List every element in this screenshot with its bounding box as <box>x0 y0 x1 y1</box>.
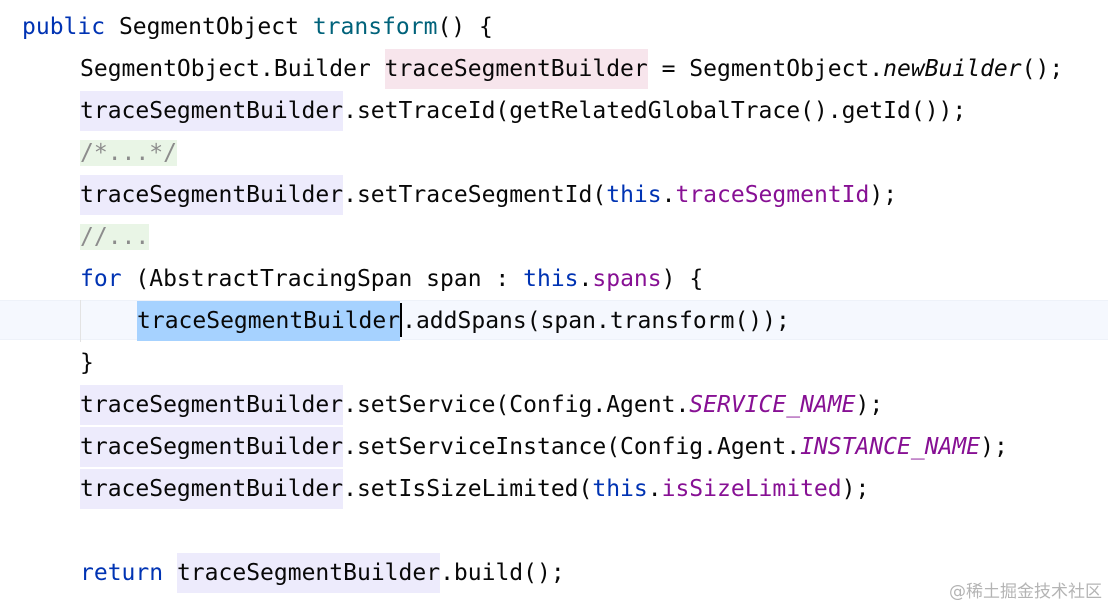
code-text: .build(); <box>440 560 565 586</box>
keyword-this: this <box>523 266 579 292</box>
keyword-public: public <box>22 14 106 40</box>
variable-usage[interactable]: traceSegmentBuilder <box>80 385 344 425</box>
code-text: . <box>647 476 662 502</box>
static-constant[interactable]: SERVICE_NAME <box>689 392 856 418</box>
indent-guide <box>80 300 81 342</box>
code-text <box>163 560 177 586</box>
variable-declaration[interactable]: traceSegmentBuilder <box>384 49 648 89</box>
code-line-4: /*...*/ <box>80 133 177 173</box>
field-reference[interactable]: traceSegmentId <box>675 182 870 208</box>
code-line-8-current[interactable]: traceSegmentBuilder.addSpans(span.transf… <box>0 300 1108 341</box>
code-text: .setTraceSegmentId( <box>343 182 607 208</box>
code-text: .setService(Config.Agent. <box>343 392 690 418</box>
code-text: (AbstractTracingSpan span : <box>121 266 524 292</box>
type-name: SegmentObject <box>105 14 313 40</box>
watermark: @稀土掘金技术社区 <box>949 582 1102 602</box>
code-line-11: traceSegmentBuilder.setServiceInstance(C… <box>80 427 1008 467</box>
code-text: ); <box>855 392 884 418</box>
code-text: ); <box>980 434 1008 460</box>
code-line-2: SegmentObject.Builder traceSegmentBuilde… <box>80 49 1063 89</box>
closing-brace: } <box>80 350 94 376</box>
code-text: SegmentObject.Builder <box>80 56 385 82</box>
code-line-5: traceSegmentBuilder.setTraceSegmentId(th… <box>80 175 897 215</box>
static-method-call[interactable]: newBuilder <box>883 56 1022 82</box>
code-text: .addSpans(span.transform()); <box>402 308 790 334</box>
code-text: .setServiceInstance(Config.Agent. <box>343 434 801 460</box>
keyword-return: return <box>80 560 164 586</box>
code-line-6: //... <box>80 217 150 257</box>
code-text: ) { <box>661 266 704 292</box>
code-text: () { <box>437 14 493 40</box>
code-line-1: public SegmentObject transform() { <box>22 7 493 47</box>
method-name-transform[interactable]: transform <box>312 14 438 40</box>
keyword-this: this <box>606 182 662 208</box>
variable-usage[interactable]: traceSegmentBuilder <box>80 91 344 131</box>
code-line-7: for (AbstractTracingSpan span : this.spa… <box>80 259 703 299</box>
code-text: .setIsSizeLimited( <box>343 476 593 502</box>
variable-usage[interactable]: traceSegmentBuilder <box>80 175 344 215</box>
code-line-14: return traceSegmentBuilder.build(); <box>80 553 565 593</box>
code-line-3: traceSegmentBuilder.setTraceId(getRelate… <box>80 91 966 131</box>
code-line-9: } <box>80 343 94 383</box>
selected-variable[interactable]: traceSegmentBuilder <box>137 301 401 341</box>
variable-usage[interactable]: traceSegmentBuilder <box>80 469 344 509</box>
variable-usage[interactable]: traceSegmentBuilder <box>80 427 344 467</box>
code-text: (); <box>1021 56 1064 82</box>
code-line-10: traceSegmentBuilder.setService(Config.Ag… <box>80 385 883 425</box>
code-text: . <box>578 266 593 292</box>
static-constant[interactable]: INSTANCE_NAME <box>800 434 981 460</box>
folded-comment[interactable]: /*...*/ <box>80 140 177 166</box>
code-line-12: traceSegmentBuilder.setIsSizeLimited(thi… <box>80 469 869 509</box>
code-text: . <box>661 182 676 208</box>
keyword-this: this <box>592 476 648 502</box>
field-reference[interactable]: isSizeLimited <box>661 476 842 502</box>
code-text: ); <box>869 182 898 208</box>
code-text: ); <box>841 476 870 502</box>
text-caret <box>400 302 403 337</box>
code-text: = SegmentObject. <box>647 56 884 82</box>
code-text: .setTraceId(getRelatedGlobalTrace().getI… <box>343 98 967 124</box>
variable-usage[interactable]: traceSegmentBuilder <box>176 553 441 593</box>
folded-comment[interactable]: //... <box>80 224 150 250</box>
field-reference[interactable]: spans <box>592 266 662 292</box>
keyword-for: for <box>80 266 122 292</box>
